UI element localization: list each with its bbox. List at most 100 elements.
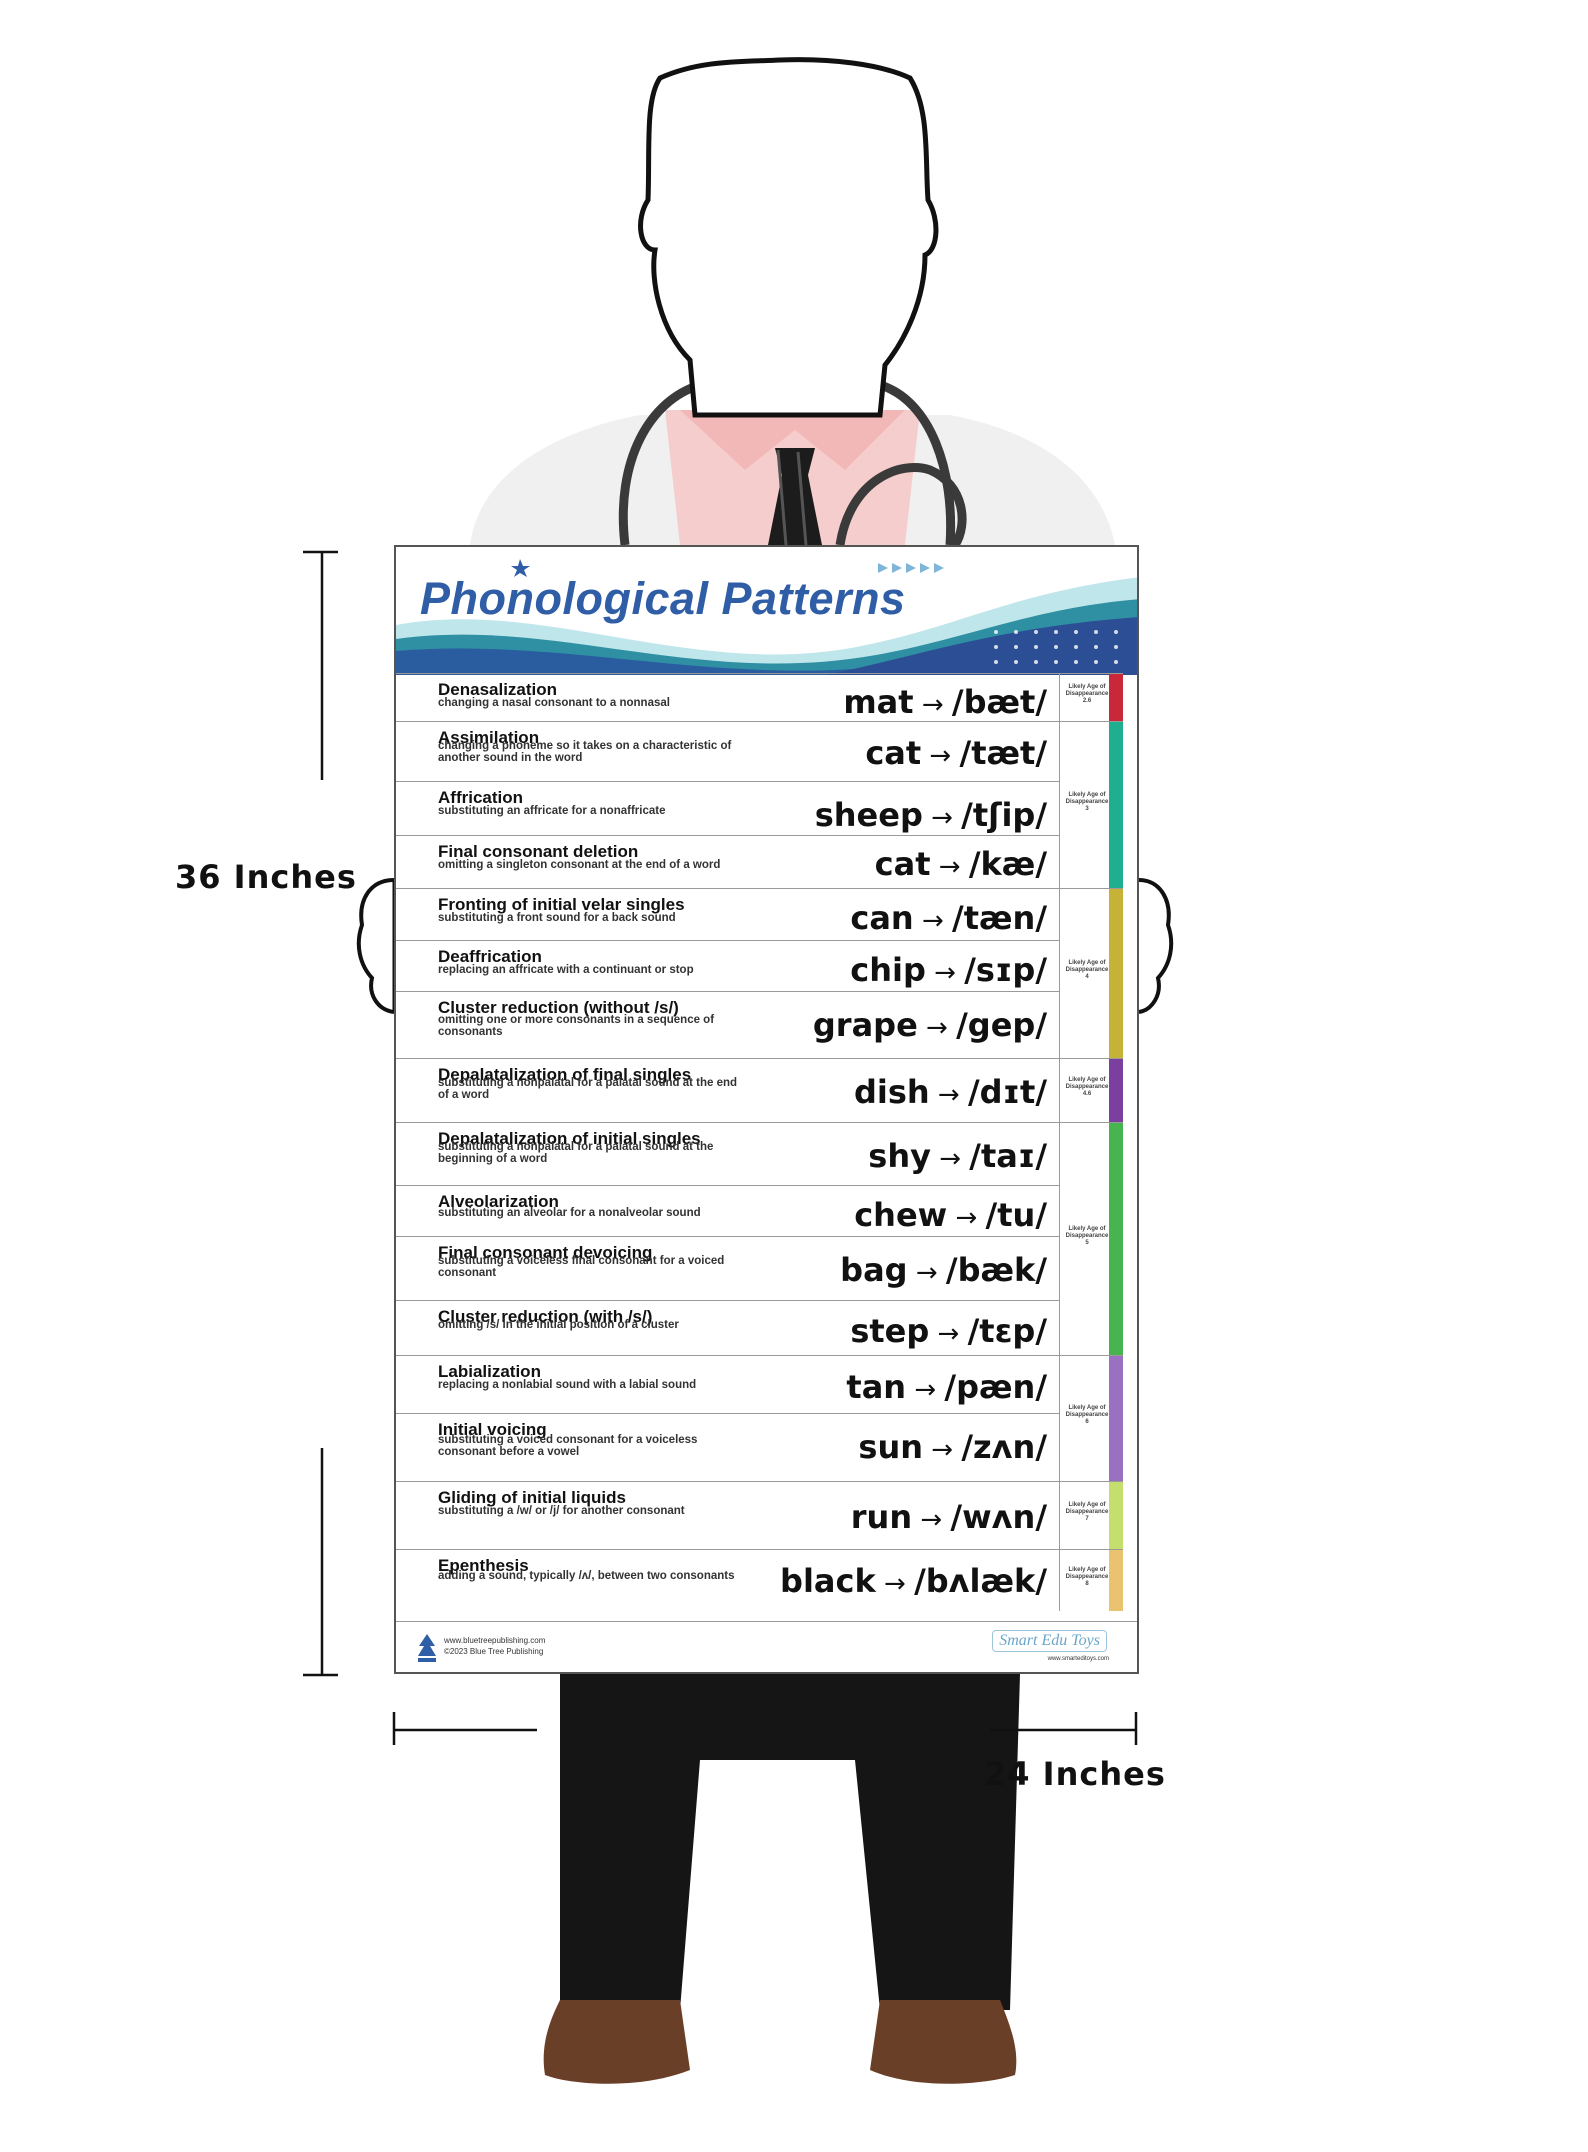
pattern-description: substituting a front sound for a back so…	[438, 912, 676, 924]
height-dimension-line	[303, 550, 338, 1677]
example-word: run	[850, 1498, 913, 1536]
example-transcription: /dɪt/	[967, 1073, 1047, 1111]
tie-shape	[768, 448, 822, 545]
arrow-icon: →	[930, 1144, 970, 1174]
brand-website: www.smarteditoys.com	[1047, 1656, 1109, 1662]
example-transcription: /zʌn/	[961, 1428, 1047, 1466]
arrow-icon: →	[913, 690, 952, 720]
age-value: 6	[1085, 1419, 1089, 1425]
pattern-name: Gliding of initial liquids	[438, 1488, 626, 1507]
example-word: mat	[843, 683, 914, 721]
pattern-name: Initial voicing	[438, 1420, 547, 1439]
example-transcription: /tæn/	[952, 899, 1047, 937]
height-label: 36 Inches	[175, 858, 357, 896]
poster-header: Phonological Patterns	[396, 547, 1137, 675]
example-word: dish	[853, 1073, 930, 1111]
example-transcription: /tɛp/	[967, 1312, 1047, 1350]
example-transcription: /sɪp/	[964, 951, 1047, 989]
pattern-name: Labialization	[438, 1362, 541, 1381]
star-icon	[511, 559, 530, 577]
arrow-icon: →	[923, 1435, 962, 1465]
pattern-name: Epenthesis	[438, 1556, 529, 1575]
right-hand	[1138, 878, 1174, 1014]
pattern-example: grape → /gep/	[727, 1006, 1047, 1044]
pattern-example: shy → /taɪ/	[727, 1137, 1047, 1175]
width-dimension-line	[392, 1712, 1138, 1745]
age-color-bar	[1109, 1482, 1123, 1549]
pattern-name: Cluster reduction (without /s/)	[438, 998, 679, 1017]
footer-copyright: ©2023 Blue Tree Publishing	[444, 1647, 544, 1656]
age-value: 8	[1085, 1581, 1089, 1587]
pattern-name: Fronting of initial velar singles	[438, 895, 685, 914]
age-heading: Likely Age of Disappearance	[1065, 960, 1109, 973]
arrow-icon: →	[912, 1505, 951, 1535]
age-value: 4.6	[1082, 1091, 1092, 1097]
arrow-icon: →	[929, 1319, 968, 1349]
example-transcription: /bæt/	[951, 683, 1047, 721]
example-transcription: /tæt/	[959, 734, 1048, 772]
arrow-icon: →	[906, 1375, 945, 1405]
age-color-bar	[1109, 1356, 1123, 1481]
trousers-shape	[560, 1674, 1020, 2010]
stethoscope-shape	[618, 380, 702, 546]
example-transcription: /tu/	[985, 1196, 1047, 1234]
pattern-name: Denasalization	[438, 680, 558, 699]
poster: Phonological Patterns Denasalization chan…	[394, 545, 1139, 1674]
pattern-name: Cluster reduction (with /s/)	[438, 1307, 653, 1326]
pattern-example: cat → /tæt/	[727, 734, 1047, 772]
pattern-name: Depalatalization of final singles	[438, 1065, 692, 1084]
brand-logo: Smart Edu Toys	[992, 1630, 1107, 1652]
age-heading: Likely Age of Disappearance	[1065, 684, 1109, 697]
example-word: sheep	[814, 796, 923, 834]
example-word: can	[850, 899, 914, 937]
pattern-description: substituting a voiceless final consonant…	[438, 1255, 725, 1279]
example-word: shy	[868, 1137, 931, 1175]
example-word: cat	[874, 845, 931, 883]
arrow-icon: →	[947, 1203, 986, 1233]
age-value: 7	[1085, 1516, 1089, 1522]
pattern-description: substituting a nonpalatal for a palatal …	[438, 1077, 738, 1101]
age-color-bar	[1109, 1059, 1123, 1122]
pattern-name: Final consonant devoicing	[438, 1243, 653, 1262]
example-transcription: /gep/	[956, 1006, 1047, 1044]
pattern-description: adding a sound, typically /ʌ/, between t…	[438, 1570, 735, 1582]
example-word: step	[850, 1312, 930, 1350]
pattern-description: substituting a /w/ or /j/ for another co…	[438, 1505, 685, 1517]
example-transcription: /bæk/	[945, 1251, 1047, 1289]
head-outline	[638, 57, 939, 418]
pattern-description: replacing a nonlabial sound with a labia…	[438, 1379, 697, 1391]
pattern-description: changing a phoneme so it takes on a char…	[438, 740, 732, 764]
example-word: black	[780, 1562, 876, 1600]
pattern-row: Cluster reduction (without /s/)omitting …	[396, 991, 1059, 1058]
pattern-example: black → /bʌlæk/	[727, 1562, 1047, 1600]
collar-shape	[680, 410, 905, 470]
arrow-icon: →	[921, 741, 960, 771]
pattern-example: bag → /bæk/	[727, 1251, 1047, 1289]
example-transcription: /bʌlæk/	[914, 1562, 1047, 1600]
left-shoe	[543, 2000, 690, 2084]
arrow-icon: →	[875, 1569, 915, 1599]
pattern-description: substituting a voiced consonant for a vo…	[438, 1434, 698, 1458]
example-word: chip	[850, 951, 926, 989]
arrow-icon: →	[929, 1080, 968, 1110]
age-color-bar	[1109, 1550, 1123, 1611]
pattern-name: Alveolarization	[438, 1192, 559, 1211]
pattern-example: sun → /zʌn/	[727, 1428, 1047, 1466]
